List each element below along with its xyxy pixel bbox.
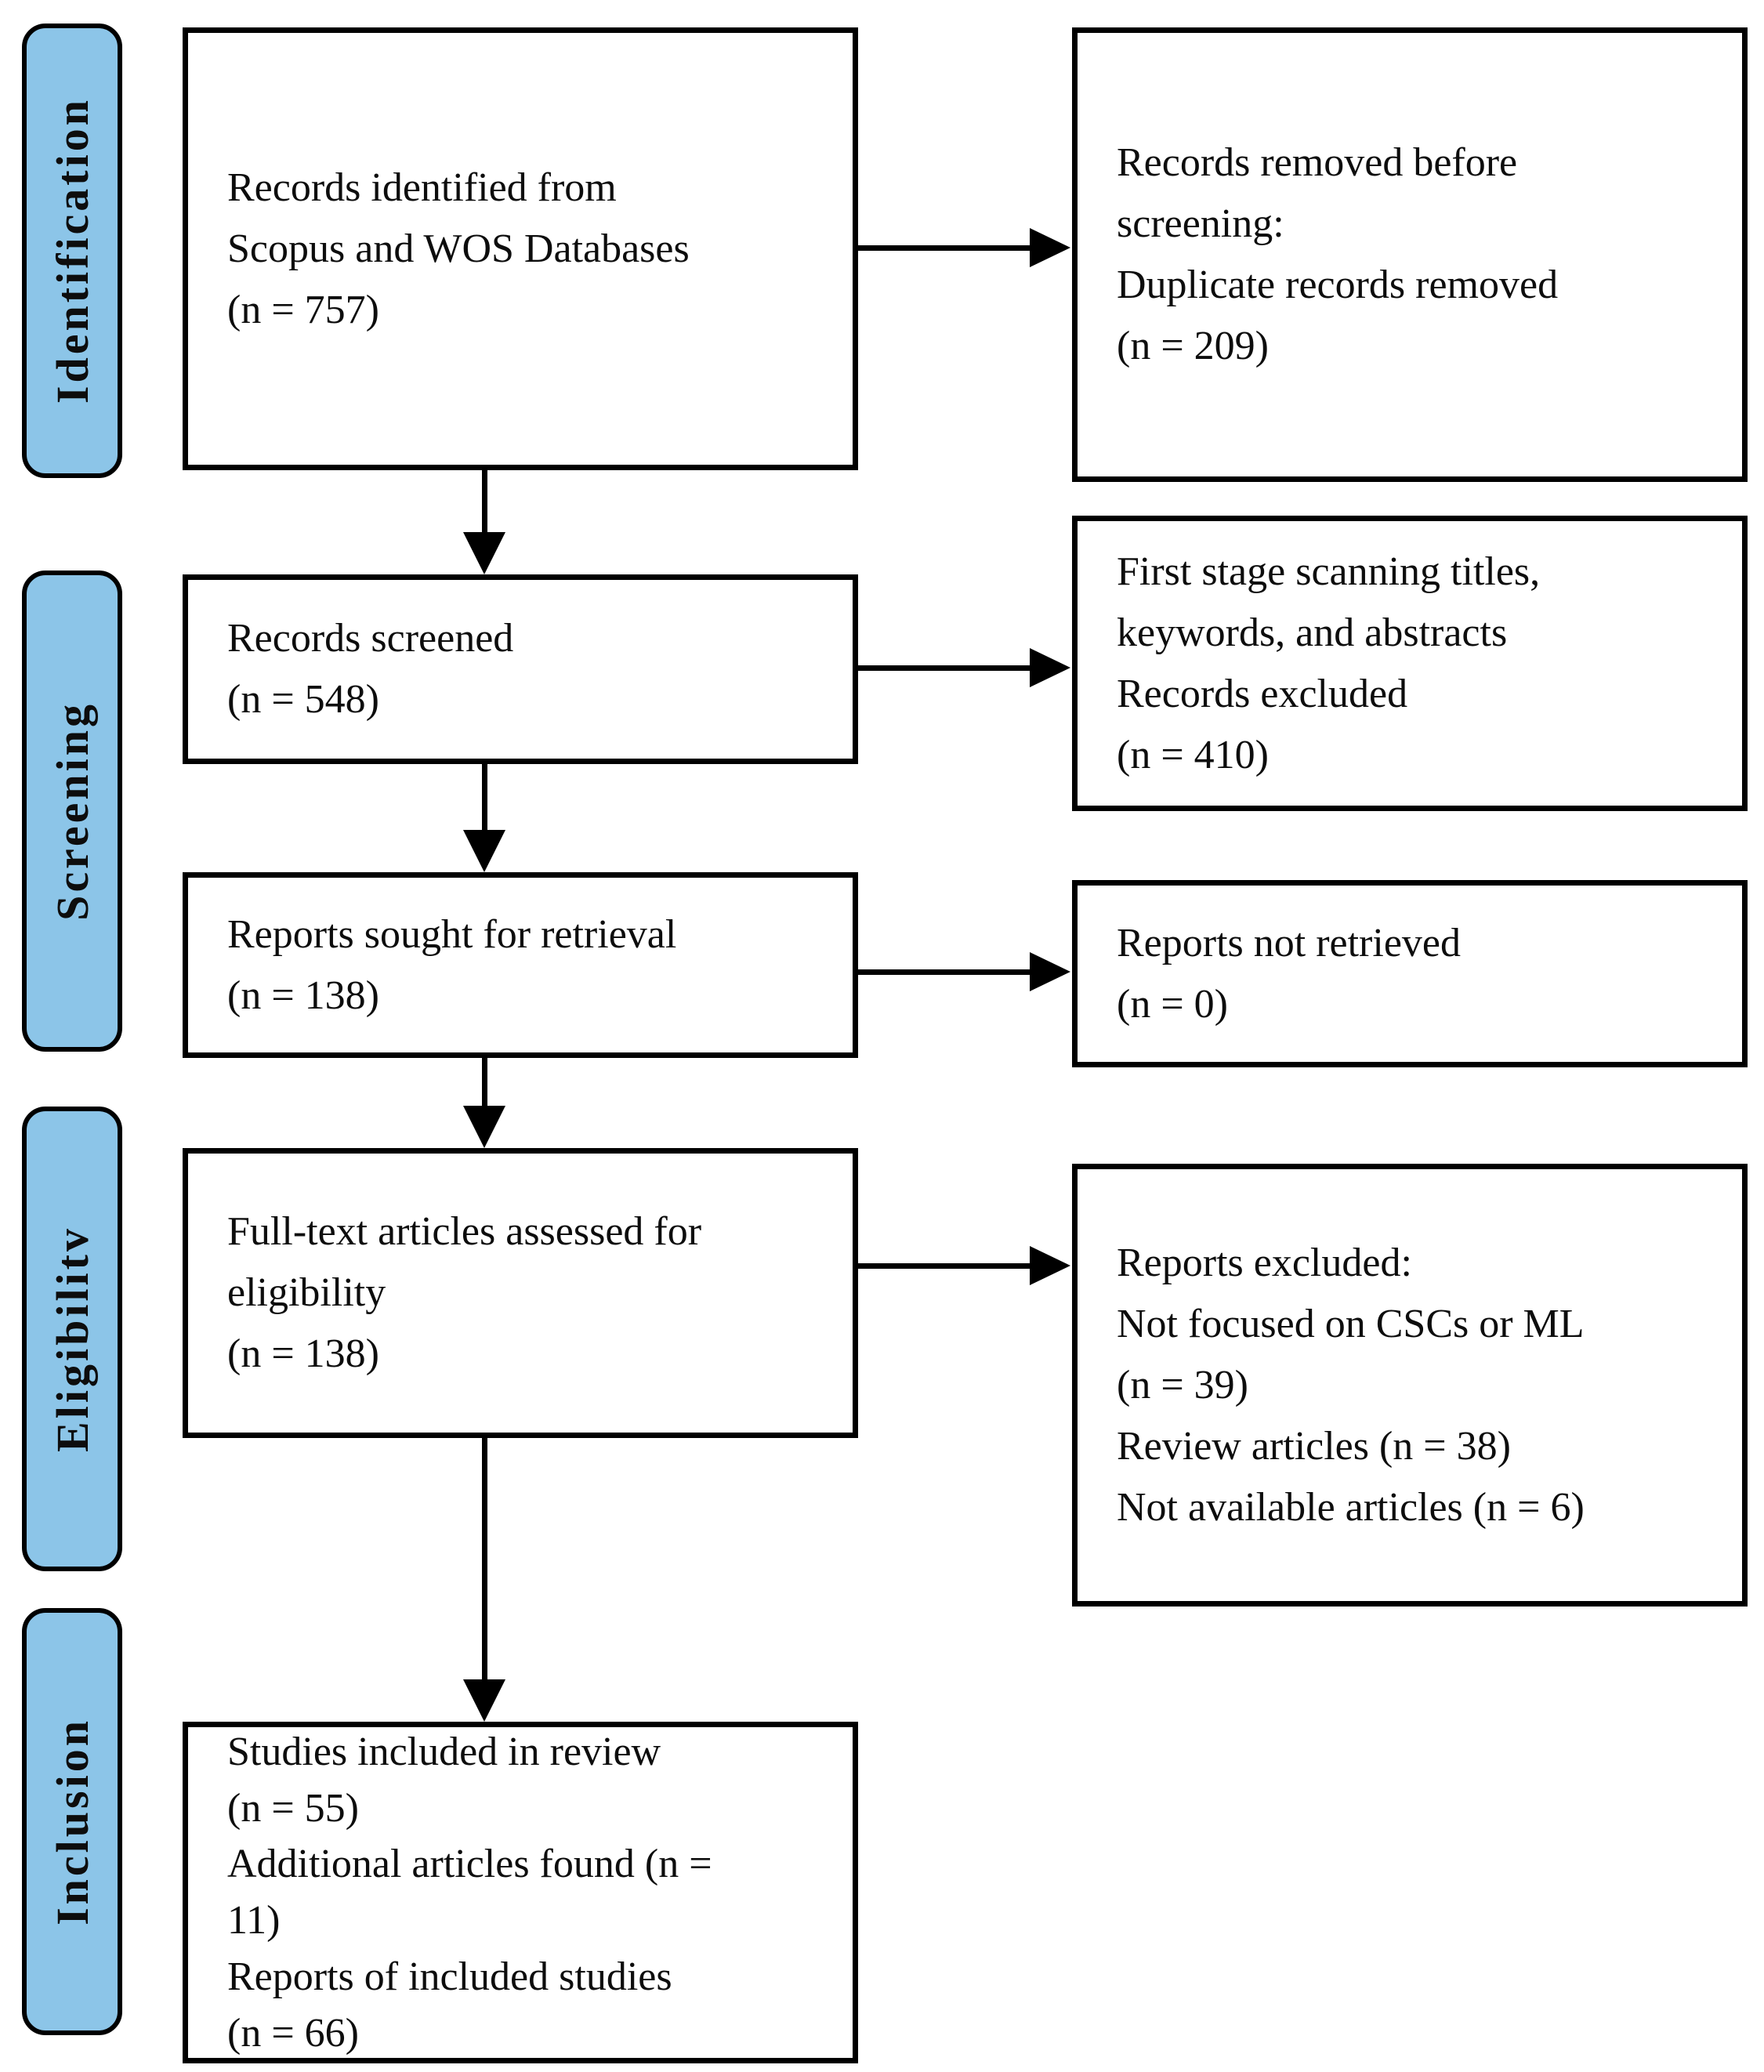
box-text-line: Additional articles found (n =: [227, 1842, 712, 1887]
box-text-line: Records excluded: [1117, 671, 1408, 716]
box-reports-excluded: Reports excluded: Not focused on CSCs or…: [1072, 1164, 1748, 1607]
arrow-fulltext-to-included-head: [463, 1679, 505, 1722]
arrow-identified-to-screened-line: [482, 470, 487, 536]
box-not-retrieved: Reports not retrieved (n = 0): [1072, 880, 1748, 1067]
arrow-screened-to-excluded-head: [1030, 648, 1070, 687]
box-text-line: Records screened: [227, 616, 514, 661]
box-records-removed: Records removed before screening: Duplic…: [1072, 27, 1748, 482]
box-text-line: Not focused on CSCs or ML: [1117, 1301, 1585, 1346]
stage-bar-screening: Screening: [22, 571, 122, 1052]
arrow-fulltext-to-excluded-head: [1030, 1246, 1070, 1285]
box-first-stage-excluded: First stage scanning titles, keywords, a…: [1072, 516, 1748, 811]
box-text-line: (n = 138): [227, 973, 379, 1018]
box-text-line: Records removed before: [1117, 140, 1518, 185]
arrow-screened-to-excluded-line: [858, 665, 1034, 671]
box-text-line: screening:: [1117, 201, 1284, 246]
box-text-line: Records identified from: [227, 165, 617, 210]
box-fulltext-assessed: Full-text articles assessed for eligibil…: [183, 1148, 858, 1438]
box-text-line: Studies included in review: [227, 1729, 661, 1774]
arrow-sought-to-notretrieved-head: [1030, 952, 1070, 991]
box-text-line: Review articles (n = 38): [1117, 1423, 1511, 1469]
arrow-fulltext-to-excluded-line: [858, 1263, 1034, 1269]
box-text-line: Full-text articles assessed for: [227, 1209, 702, 1254]
box-text-line: (n = 138): [227, 1331, 379, 1376]
box-text-line: 11): [227, 1898, 281, 1943]
box-text-line: Reports of included studies: [227, 1954, 672, 1999]
box-text-line: Reports not retrieved: [1117, 920, 1461, 965]
box-text-line: eligibility: [227, 1270, 386, 1315]
box-text-line: (n = 39): [1117, 1362, 1248, 1407]
stage-label-eligibility: Eligibilitv: [46, 1226, 98, 1452]
box-text-line: (n = 757): [227, 287, 379, 332]
box-records-screened: Records screened (n = 548): [183, 574, 858, 764]
arrow-identified-to-removed-head: [1030, 228, 1070, 267]
arrow-identified-to-removed-line: [858, 245, 1034, 251]
box-text-line: Reports excluded:: [1117, 1240, 1412, 1285]
stage-bar-eligibility: Eligibilitv: [22, 1107, 122, 1571]
box-text-line: Duplicate records removed: [1117, 263, 1559, 307]
arrow-screened-to-sought-head: [463, 830, 505, 872]
box-records-identified: Records identified from Scopus and WOS D…: [183, 27, 858, 470]
box-text-line: (n = 55): [227, 1785, 359, 1831]
stage-bar-inclusion: Inclusion: [22, 1608, 122, 2035]
arrow-sought-to-fulltext-line: [482, 1058, 487, 1110]
box-text-line: (n = 66): [227, 2010, 359, 2056]
box-text-line: (n = 0): [1117, 981, 1228, 1027]
box-reports-sought: Reports sought for retrieval (n = 138): [183, 872, 858, 1058]
box-text-line: (n = 548): [227, 677, 379, 722]
arrow-sought-to-notretrieved-line: [858, 969, 1034, 975]
arrow-screened-to-sought-line: [482, 764, 487, 834]
box-studies-included: Studies included in review (n = 55) Addi…: [183, 1722, 858, 2063]
box-text-line: Scopus and WOS Databases: [227, 226, 690, 271]
box-text-line: keywords, and abstracts: [1117, 610, 1508, 655]
box-text-line: Not available articles (n = 6): [1117, 1484, 1585, 1530]
stage-bar-identification: Identification: [22, 24, 122, 478]
box-text-line: (n = 209): [1117, 324, 1269, 368]
box-text-line: (n = 410): [1117, 732, 1269, 777]
box-text-line: First stage scanning titles,: [1117, 549, 1541, 594]
stage-label-identification: Identification: [46, 97, 98, 404]
stage-label-inclusion: Inclusion: [46, 1718, 98, 1925]
arrow-sought-to-fulltext-head: [463, 1106, 505, 1148]
stage-label-screening: Screening: [46, 701, 98, 921]
box-text-line: Reports sought for retrieval: [227, 911, 677, 957]
arrow-identified-to-screened-head: [463, 532, 505, 574]
arrow-fulltext-to-included-line: [482, 1438, 487, 1683]
